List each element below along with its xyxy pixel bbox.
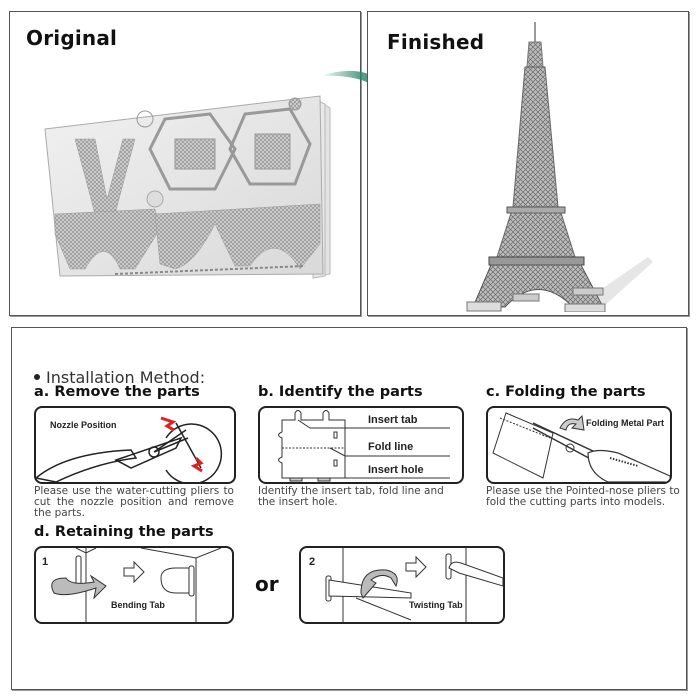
step-c-description: Please use the Pointed-nose pliers to fo…	[486, 485, 680, 508]
step-b-illustration: Insert tab Fold line Insert hole	[258, 406, 464, 484]
twisting-tab-icon	[325, 548, 503, 622]
finished-panel: Finished	[367, 11, 689, 316]
metal-sheet-image	[44, 95, 331, 279]
or-separator: or	[255, 572, 279, 596]
eiffel-tower-image	[466, 22, 653, 312]
folding-metal-part-label: Folding Metal Part	[586, 418, 665, 428]
step-c-title: c. Folding the parts	[486, 384, 646, 400]
step-d-title: d. Retaining the parts	[34, 524, 214, 540]
step-a-title: a. Remove the parts	[34, 384, 200, 400]
original-panel: Original	[9, 11, 361, 316]
installation-heading-text: Installation Method:	[46, 368, 206, 387]
step-d-option-2-illustration: 2 Twisting Tab	[299, 546, 505, 624]
nozzle-position-label: Nozzle Position	[50, 420, 117, 430]
bullet-icon	[34, 373, 40, 380]
twisting-tab-label: Twisting Tab	[409, 600, 463, 610]
step-a-illustration: Nozzle Position	[34, 406, 236, 484]
bending-tab-label: Bending Tab	[111, 600, 165, 610]
bending-tab-icon	[51, 548, 222, 622]
step-b-description: Identify the insert tab, fold line and t…	[258, 485, 444, 508]
step-b-title: b. Identify the parts	[258, 384, 423, 400]
step-a-description: Please use the water-cutting pliers to c…	[34, 485, 234, 519]
insert-hole-label: Insert hole	[368, 464, 424, 476]
step-d-option-1-illustration: 1 Bending Tab	[34, 546, 234, 624]
original-title: Original	[26, 26, 118, 50]
part-diagram-icon	[278, 410, 450, 482]
installation-heading: Installation Method:	[34, 368, 205, 387]
pliers-cutting-icon	[36, 416, 223, 482]
folding-pliers-icon	[492, 412, 670, 482]
finished-title: Finished	[387, 30, 485, 54]
installation-panel: Installation Method: a. Remove the parts…	[11, 327, 687, 690]
step-c-illustration: Folding Metal Part	[486, 406, 672, 484]
insert-tab-label: Insert tab	[368, 414, 418, 426]
fold-line-label: Fold line	[368, 441, 414, 453]
option-2-number: 2	[309, 556, 316, 568]
option-1-number: 1	[42, 556, 49, 568]
